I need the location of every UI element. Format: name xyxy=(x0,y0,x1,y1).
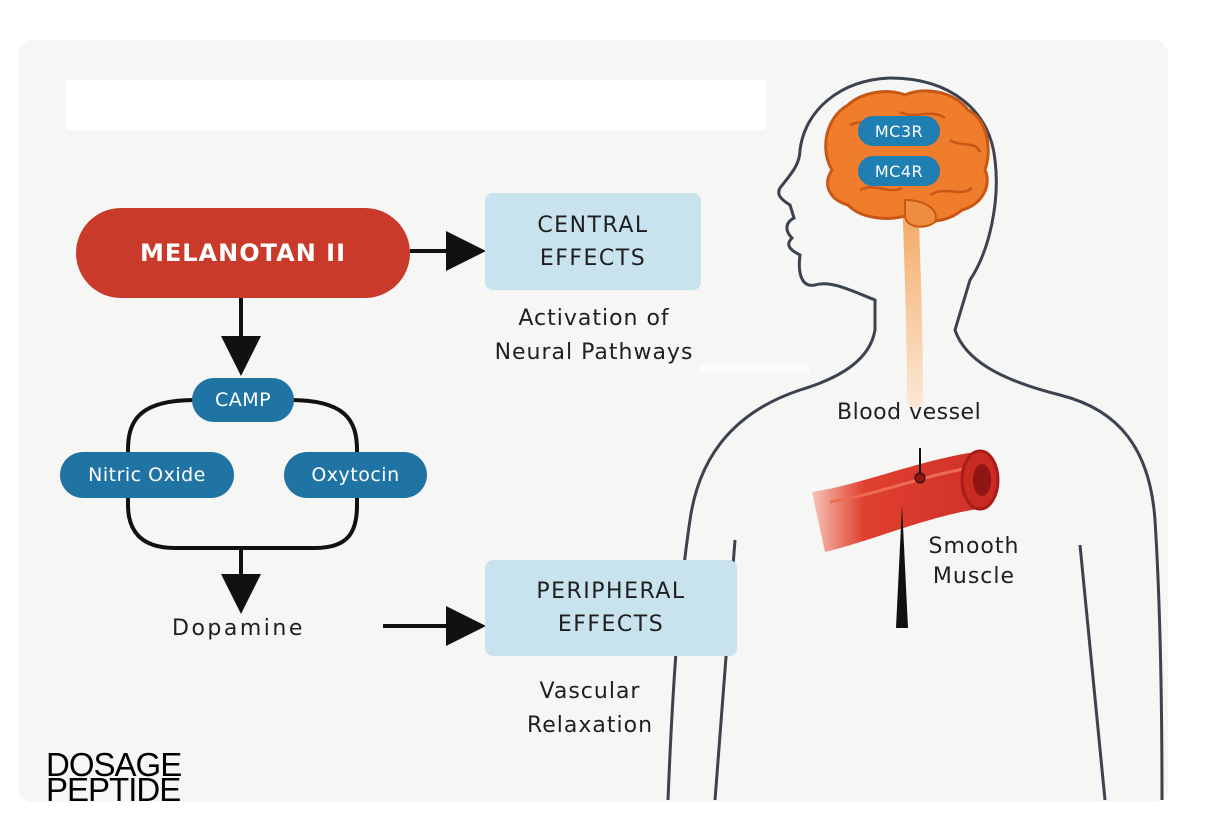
melanotan-label: MELANOTAN II xyxy=(139,239,346,267)
peripheral-caption-line1: Vascular xyxy=(539,679,641,704)
peripheral-effects-box: PERIPHERAL EFFECTS xyxy=(485,560,737,656)
dopamine-label: Dopamine xyxy=(172,616,305,641)
peripheral-caption-line2: Relaxation xyxy=(526,713,654,738)
smooth-muscle-line1: Smooth xyxy=(928,534,1020,559)
central-effects-line2: EFFECTS xyxy=(539,245,647,271)
melanotan-box: MELANOTAN II xyxy=(76,208,410,298)
peripheral-effects-line2: EFFECTS xyxy=(557,612,665,637)
smooth-muscle-pointer xyxy=(896,505,908,628)
central-caption: Activation of Neural Pathways xyxy=(470,302,718,370)
logo-line2: PEPTIDE xyxy=(46,771,181,808)
mc4r-pill: MC4R xyxy=(858,156,940,186)
blood-vessel-icon xyxy=(812,448,1000,552)
body-outline xyxy=(666,76,1164,801)
nitric-oxide-pill: Nitric Oxide xyxy=(60,452,234,498)
camp-pill: CAMP xyxy=(192,378,294,422)
dosage-peptide-logo: DOSAGE PEPTIDE xyxy=(46,746,182,808)
central-effects-box: CENTRAL EFFECTS xyxy=(485,193,701,290)
central-effects-line1: CENTRAL xyxy=(537,212,649,238)
peripheral-effects-line1: PERIPHERAL xyxy=(536,579,686,604)
peripheral-caption: Vascular Relaxation xyxy=(505,675,675,743)
header-blank-area xyxy=(66,80,766,130)
mc3r-pill: MC3R xyxy=(858,116,940,146)
central-caption-line2: Neural Pathways xyxy=(494,340,694,365)
pathway-loop xyxy=(126,398,359,550)
glow-band xyxy=(700,365,810,373)
smooth-muscle-label: Smooth Muscle xyxy=(910,532,1038,592)
oxytocin-pill: Oxytocin xyxy=(284,452,427,498)
blood-vessel-label: Blood vessel xyxy=(837,400,982,425)
arm-line-right xyxy=(1078,544,1107,801)
smooth-muscle-line2: Muscle xyxy=(932,564,1016,589)
central-caption-line1: Activation of xyxy=(518,306,670,331)
logo-line1: DOSAGE xyxy=(46,746,182,783)
